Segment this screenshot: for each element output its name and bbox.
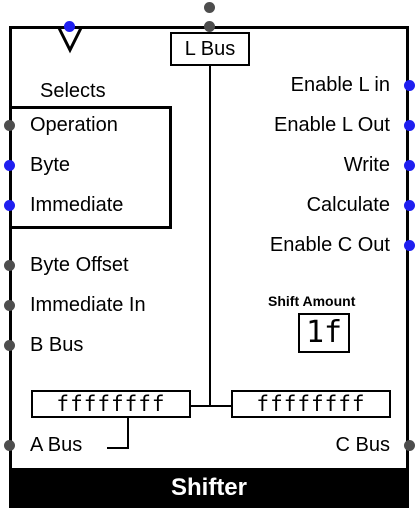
pin-byte-offset[interactable] [4, 260, 15, 271]
pin-top-upper[interactable] [204, 2, 215, 13]
selects-label: Selects [40, 80, 106, 102]
bus-junction-wire [191, 405, 231, 407]
pin-write[interactable] [404, 160, 415, 171]
pin-clock[interactable] [64, 21, 75, 32]
pin-byte[interactable] [4, 160, 15, 171]
shift-amount-label: Shift Amount [268, 293, 356, 309]
component-title-bar: Shifter [9, 468, 409, 508]
pin-a-bus[interactable] [4, 440, 15, 451]
pin-label-immediate: Immediate [30, 194, 124, 216]
pin-enable-c-out[interactable] [404, 240, 415, 251]
l-bus-wire [209, 66, 211, 406]
pin-immediate[interactable] [4, 200, 15, 211]
pin-l-bus[interactable] [204, 21, 215, 32]
l-bus-label: L Bus [184, 38, 236, 60]
pin-enable-l-in[interactable] [404, 80, 415, 91]
pin-label-enable-l-in: Enable L in [290, 74, 390, 96]
output-value-display: ffffffff [231, 390, 391, 418]
component-title: Shifter [170, 474, 247, 501]
pin-enable-l-out[interactable] [404, 120, 415, 131]
shift-amount-display: 1f [298, 313, 350, 353]
pin-label-a-bus: A Bus [30, 434, 83, 456]
pin-label-write: Write [343, 154, 390, 176]
a-bus-wire-horizontal [107, 447, 129, 449]
l-bus-label-box: L Bus [170, 32, 250, 66]
pin-b-bus[interactable] [4, 340, 15, 351]
pin-c-bus[interactable] [404, 440, 415, 451]
pin-label-byte: Byte [30, 154, 71, 176]
a-bus-wire-vertical [127, 417, 129, 448]
pin-calculate[interactable] [404, 200, 415, 211]
pin-label-b-bus: B Bus [30, 334, 84, 356]
pin-label-immediate-in: Immediate In [30, 294, 146, 316]
input-value-display: ffffffff [31, 390, 191, 418]
clock-triangle-icon [57, 27, 83, 54]
pin-label-enable-l-out: Enable L Out [273, 114, 390, 136]
pin-immediate-in[interactable] [4, 300, 15, 311]
pin-label-operation: Operation [30, 114, 118, 136]
pin-operation[interactable] [4, 120, 15, 131]
pin-label-calculate: Calculate [306, 194, 390, 216]
input-value: ffffffff [56, 392, 166, 416]
shift-amount-value: 1f [305, 315, 343, 350]
output-value: ffffffff [256, 392, 366, 416]
pin-label-byte-offset: Byte Offset [30, 254, 129, 276]
pin-label-c-bus: C Bus [335, 434, 390, 456]
pin-label-enable-c-out: Enable C Out [269, 234, 390, 256]
